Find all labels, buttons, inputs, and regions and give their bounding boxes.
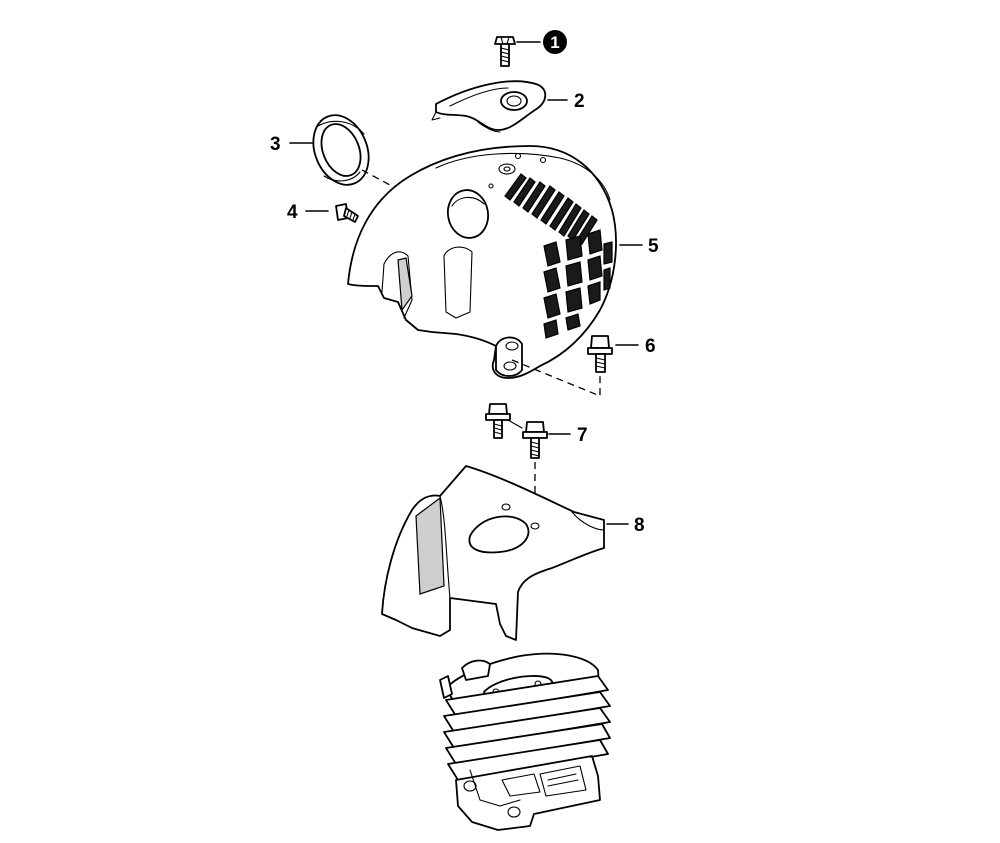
callout-2-label: 2 <box>574 91 585 112</box>
shroud-side-grille <box>543 229 613 339</box>
callout-7-label: 7 <box>577 425 588 446</box>
callout-5-label: 5 <box>648 236 659 257</box>
callout-8-label: 8 <box>634 515 645 536</box>
part-8-baffle[interactable] <box>381 465 605 641</box>
callout-4-label: 4 <box>287 202 298 223</box>
part-2-cover-plate[interactable] <box>431 80 547 133</box>
callout-6-label: 6 <box>645 336 656 357</box>
part-1-screw[interactable] <box>494 36 516 67</box>
part-7-screw-b[interactable] <box>522 421 548 459</box>
dashline-6 <box>511 359 601 397</box>
callout-1-label: 1 <box>550 33 559 52</box>
shroud-cooling-slots <box>504 173 598 245</box>
part-4-screw[interactable] <box>335 203 359 223</box>
engine-cylinder <box>439 652 611 831</box>
part-3-ring[interactable] <box>303 107 378 193</box>
part-6-screw[interactable] <box>587 335 613 373</box>
part-7-screw-a[interactable] <box>485 403 511 439</box>
callout-7-link <box>507 419 523 429</box>
callout-1: 1 <box>543 30 567 54</box>
callout-3-label: 3 <box>270 134 281 155</box>
part-5-shroud[interactable] <box>347 145 617 379</box>
